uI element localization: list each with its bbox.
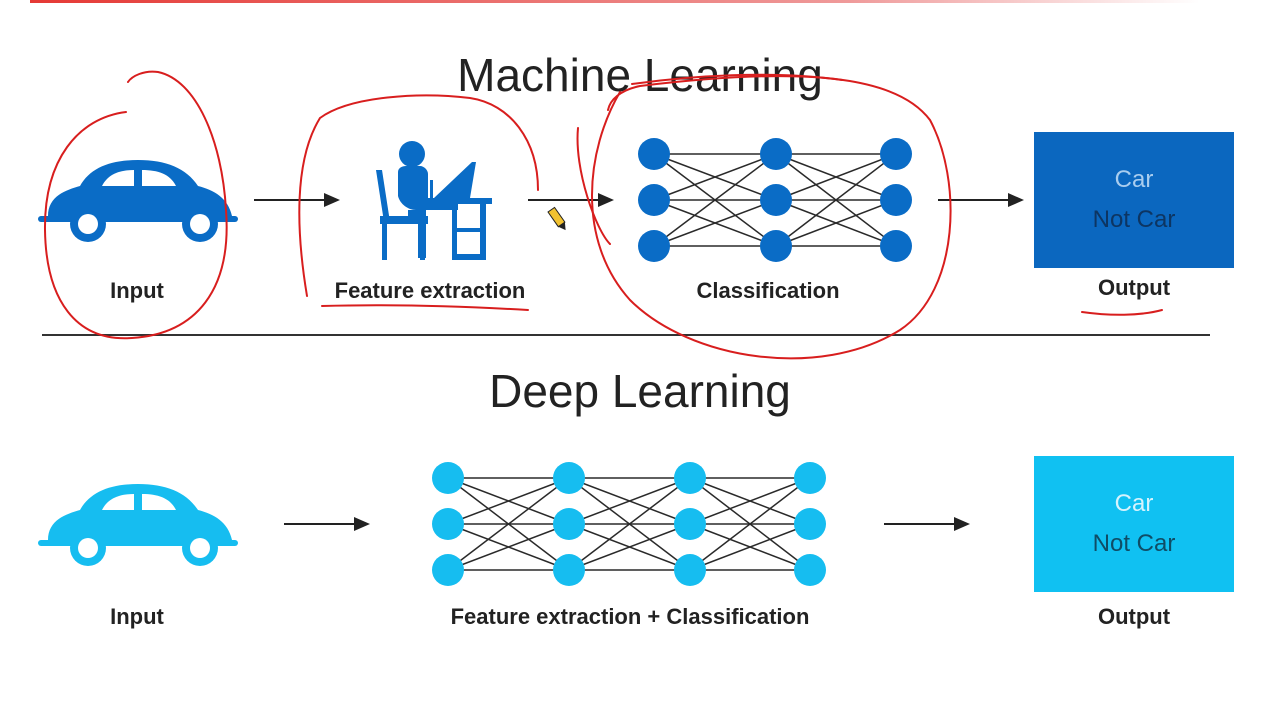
- pencil-cursor-icon: [547, 206, 566, 231]
- dl-arrow-1: [284, 517, 370, 531]
- dl-output-not-car: Not Car: [1092, 530, 1176, 557]
- ml-output-car: Car: [1114, 166, 1154, 193]
- ml-car-icon: [38, 160, 238, 242]
- ml-arrow-1: [254, 193, 340, 207]
- dl-output-box: Car Not Car: [1034, 456, 1234, 592]
- ml-arrow-3: [938, 193, 1024, 207]
- ml-output-not-car: Not Car: [1092, 206, 1176, 233]
- deep-learning-title: Deep Learning: [489, 365, 791, 417]
- dl-neural-network-icon: [432, 462, 826, 586]
- ml-output-label: Output: [1097, 275, 1171, 300]
- dl-network-label: Feature extraction + Classification: [450, 604, 810, 629]
- dl-car-icon: [38, 484, 238, 566]
- machine-learning-title: Machine Learning: [457, 49, 823, 101]
- person-at-desk-icon: [376, 141, 492, 260]
- ml-arrow-2: [528, 193, 614, 207]
- dl-arrow-2: [884, 517, 970, 531]
- ml-input-label: Input: [110, 278, 164, 303]
- top-accent-bar: [30, 0, 1200, 3]
- ml-output-box: Car Not Car: [1034, 132, 1234, 268]
- ml-feature-extraction-label: Feature extraction: [334, 278, 526, 303]
- section-divider: [42, 334, 1210, 336]
- ml-classification-label: Classification: [696, 278, 840, 303]
- dl-input-label: Input: [110, 604, 164, 629]
- dl-output-label: Output: [1097, 604, 1171, 629]
- ml-neural-network-icon: [638, 138, 912, 262]
- dl-output-car: Car: [1114, 490, 1154, 517]
